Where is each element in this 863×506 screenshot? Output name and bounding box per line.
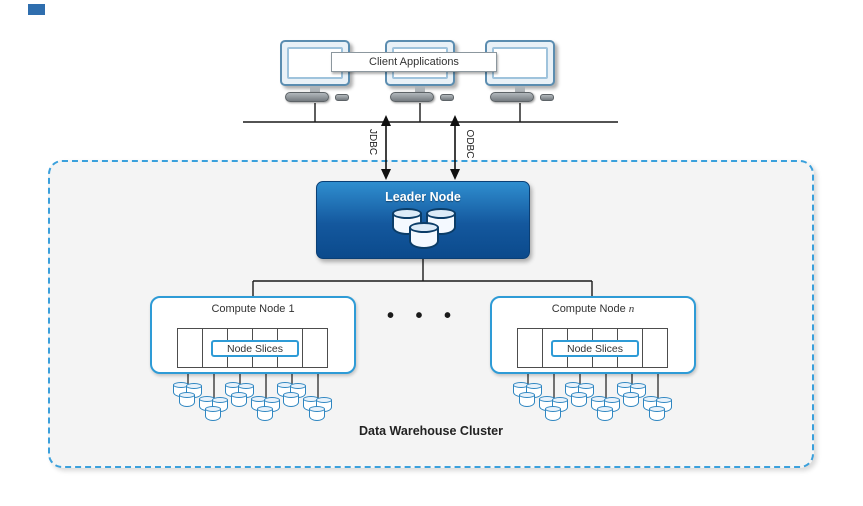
decorative-corner-mark (28, 4, 45, 15)
client-applications-text: Client Applications (369, 56, 459, 68)
odbc-label: ODBC (464, 129, 475, 159)
compute-node-1-prefix: Compute Node (211, 303, 286, 315)
compute-node-n-number: n (628, 303, 635, 315)
keyboard-icon (490, 92, 534, 102)
node-slice (642, 328, 668, 368)
node-slices-label: Node Slices (551, 340, 639, 357)
disk-group (565, 382, 595, 408)
disk-group (617, 382, 647, 408)
database-icon (623, 392, 639, 407)
database-icon (205, 406, 221, 421)
jdbc-label: JDBC (367, 128, 378, 156)
disk-group (643, 396, 673, 422)
node-slice (517, 328, 543, 368)
compute-node-n-prefix: Compute Node (551, 303, 626, 315)
monitor-stand (310, 86, 320, 92)
client-applications-label: Client Applications (331, 52, 497, 72)
database-icon (409, 222, 439, 249)
compute-node-1-number: 1 (288, 303, 295, 315)
database-icon (571, 392, 587, 407)
database-icon (283, 392, 299, 407)
disk-group (199, 396, 229, 422)
database-icon (179, 392, 195, 407)
mouse-icon (440, 94, 454, 101)
monitor-stand (515, 86, 525, 92)
mouse-icon (335, 94, 349, 101)
node-slice (177, 328, 203, 368)
keyboard-icon (390, 92, 434, 102)
disk-group (277, 382, 307, 408)
node-slices-text: Node Slices (566, 342, 624, 355)
nodes-ellipsis: • • • (386, 305, 460, 327)
disk-group (173, 382, 203, 408)
disk-group (591, 396, 621, 422)
monitor-screen (492, 47, 548, 79)
leader-node-title: Leader Node (385, 190, 461, 204)
database-icon (231, 392, 247, 407)
disk-group (251, 396, 281, 422)
client-computer-icon (382, 40, 458, 104)
disk-group (303, 396, 333, 422)
keyboard-icon (285, 92, 329, 102)
monitor-stand (415, 86, 425, 92)
node-slices-text: Node Slices (226, 342, 284, 355)
database-icon (649, 406, 665, 421)
disk-group (225, 382, 255, 408)
disk-group (513, 382, 543, 408)
leader-node: Leader Node (316, 181, 530, 259)
database-icon (519, 392, 535, 407)
database-icon (597, 406, 613, 421)
database-icon (545, 406, 561, 421)
database-icon (309, 406, 325, 421)
database-icon (257, 406, 273, 421)
node-slices-label: Node Slices (211, 340, 299, 357)
client-computer-icon (277, 40, 353, 104)
leader-node-databases (386, 208, 462, 254)
disk-group (539, 396, 569, 422)
mouse-icon (540, 94, 554, 101)
data-warehouse-cluster-label: Data Warehouse Cluster (358, 424, 504, 438)
client-computer-icon (482, 40, 558, 104)
node-slice (302, 328, 328, 368)
